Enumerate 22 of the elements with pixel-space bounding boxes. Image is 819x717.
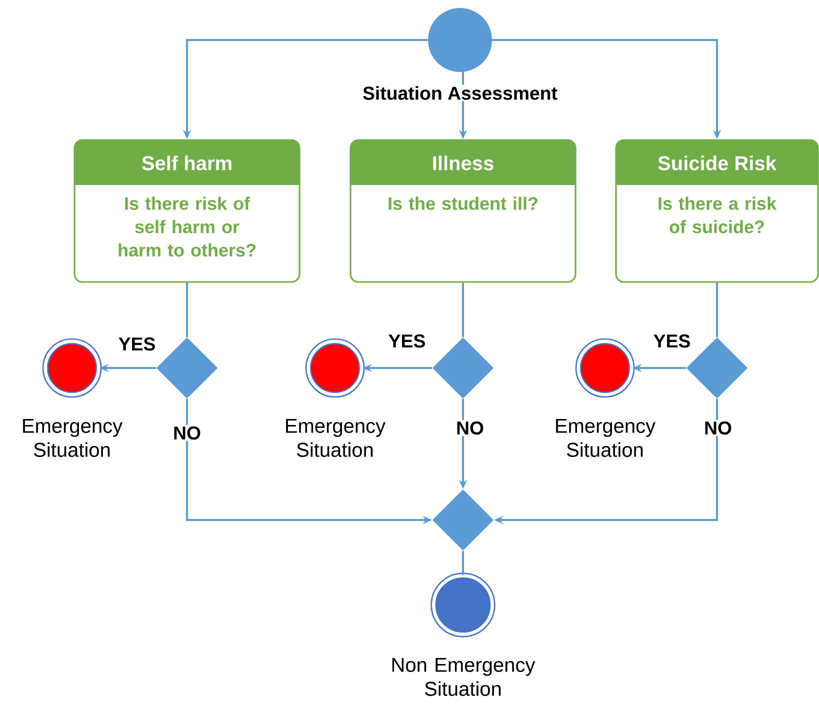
node-caption: Non Emergency Situation bbox=[392, 658, 536, 696]
emergency-circle bbox=[42, 338, 102, 398]
start-circle bbox=[428, 8, 492, 72]
edge-label: NO bbox=[457, 421, 484, 435]
edge-label: YES bbox=[118, 337, 155, 351]
end-circle bbox=[430, 572, 496, 638]
question-box: Suicide Risk Is there a risk of suicide? bbox=[615, 139, 819, 283]
question-box: Illness Is the student ill? bbox=[350, 139, 576, 283]
edge-label: NO bbox=[705, 421, 732, 435]
question-box: Self harm Is there risk of self harm or harm to others? bbox=[74, 139, 300, 283]
emergency-circle bbox=[305, 338, 365, 398]
emergency-circle bbox=[575, 338, 635, 398]
node-caption: Emergency Situation bbox=[556, 419, 656, 457]
edge-label: YES bbox=[388, 334, 425, 348]
node-caption: Emergency Situation bbox=[23, 419, 123, 457]
decision-diamond bbox=[156, 337, 218, 399]
edge-label: YES bbox=[654, 334, 690, 348]
decision-diamond bbox=[432, 337, 494, 399]
node-caption: Situation Assessment bbox=[363, 86, 558, 100]
node-caption: Emergency Situation bbox=[286, 419, 386, 457]
edge-label: NO bbox=[174, 426, 200, 440]
decision-diamond bbox=[432, 489, 494, 551]
